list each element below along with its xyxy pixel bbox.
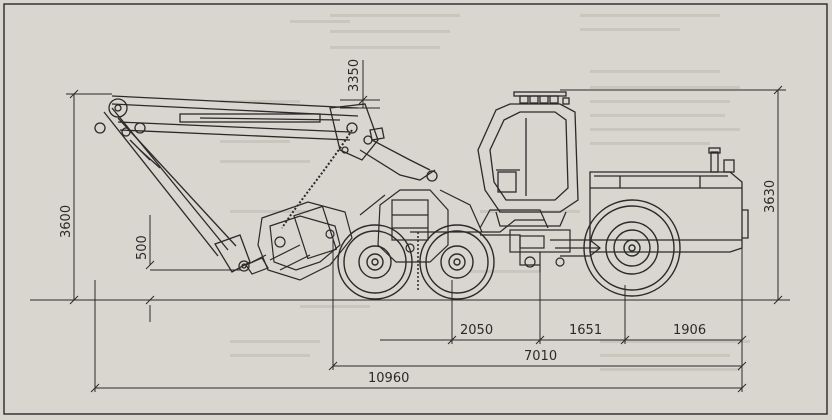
label-1906: 1906 <box>673 323 706 338</box>
label-7010: 7010 <box>524 349 557 364</box>
crane-boom <box>94 95 438 182</box>
label-3630: 3630 <box>763 180 778 213</box>
label-10960: 10960 <box>368 371 409 386</box>
operator-cab <box>477 91 579 227</box>
telescopic-arm <box>103 107 251 273</box>
harvester-head <box>245 201 353 281</box>
label-500: 500 <box>135 235 150 260</box>
label-1651: 1651 <box>569 323 602 338</box>
label-3600: 3600 <box>59 205 74 238</box>
dim-3600 <box>66 89 112 305</box>
dim-500 <box>145 215 240 322</box>
hydraulic-hose <box>281 129 353 229</box>
rear-wheel-2 <box>419 224 495 300</box>
frame-border <box>3 3 828 415</box>
rear-wheel-1 <box>337 224 413 300</box>
engine-hood <box>589 147 749 253</box>
label-2050: 2050 <box>460 323 493 338</box>
front-wheel <box>583 199 681 297</box>
crane-base <box>359 189 483 263</box>
background-bleed-text <box>220 14 750 371</box>
dim-3630 <box>560 85 786 305</box>
chassis-frame <box>410 209 601 272</box>
label-3350: 3350 <box>347 59 362 92</box>
